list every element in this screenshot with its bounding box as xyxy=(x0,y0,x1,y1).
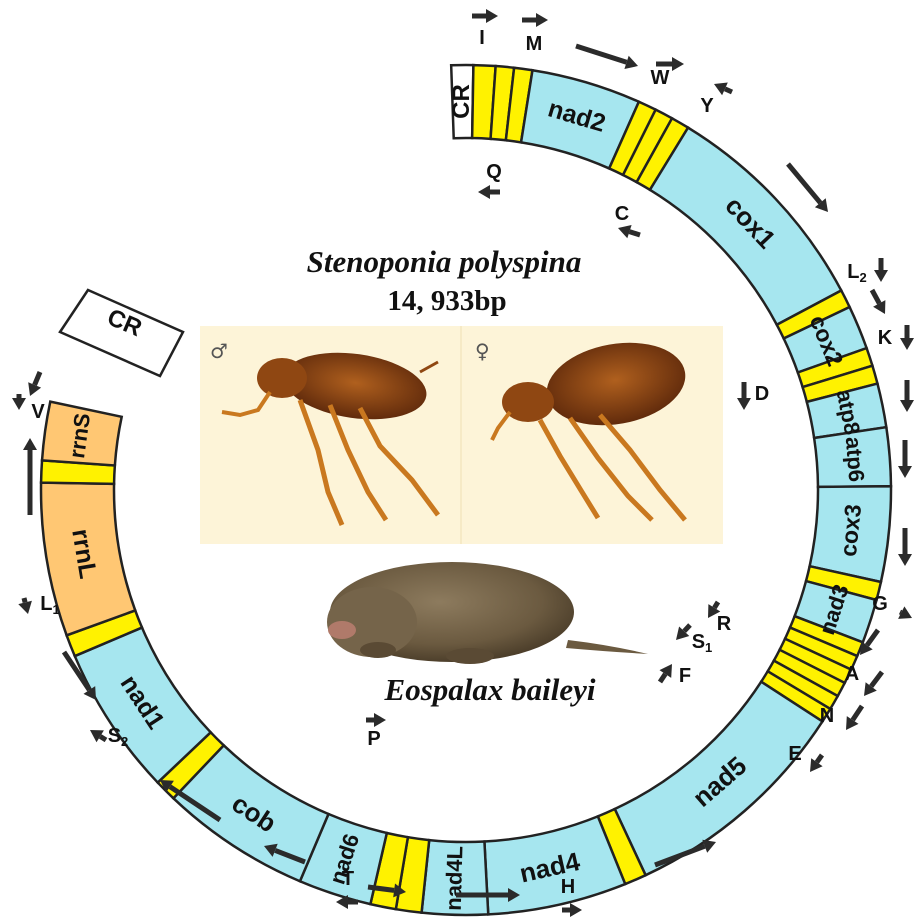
trna-y-label: Y xyxy=(700,95,714,117)
trna-q-label: Q xyxy=(486,161,502,183)
trna-i-label: I xyxy=(479,27,485,49)
trna-s1-label: S1 xyxy=(692,631,713,655)
strand-arrow xyxy=(867,630,878,645)
strand-arrow xyxy=(872,290,879,303)
strand-arrowhead xyxy=(23,438,37,450)
zokor-image xyxy=(327,562,648,664)
control-region-left: CR xyxy=(60,290,183,376)
strand-arrow xyxy=(853,706,862,720)
strand-arrow xyxy=(660,674,665,682)
trna-n-label: N xyxy=(820,705,834,727)
cr-top-label: CR xyxy=(448,84,475,119)
flea-photo-panel: ♂ ♀ xyxy=(200,326,723,544)
trna-v-label: V xyxy=(31,401,45,423)
strand-arrowhead xyxy=(374,713,386,727)
trna-d-label: D xyxy=(755,383,769,405)
strand-arrow xyxy=(576,46,627,62)
strand-arrowhead xyxy=(12,398,26,410)
strand-arrow xyxy=(368,887,394,890)
trna-m-label: M xyxy=(526,33,543,55)
female-symbol: ♀ xyxy=(475,339,490,363)
strand-arrowhead xyxy=(18,601,32,614)
strand-arrow xyxy=(725,89,732,92)
strand-arrow xyxy=(35,372,40,385)
male-symbol: ♂ xyxy=(210,339,228,363)
nad4l-label: nad4L xyxy=(441,846,468,911)
strand-arrow xyxy=(100,736,106,740)
trna-l2-label: L2 xyxy=(847,261,866,285)
strand-arrowhead xyxy=(898,554,912,566)
strand-arrowhead xyxy=(737,398,751,410)
trna-g-label: G xyxy=(872,593,888,615)
strand-arrowhead xyxy=(478,185,490,199)
host-title: Eospalax baileyi xyxy=(384,672,596,707)
strand-arrowhead xyxy=(898,466,912,478)
trna-e-label: E xyxy=(788,743,801,765)
trna-f-label: F xyxy=(679,665,691,687)
strand-arrow xyxy=(788,164,820,203)
trna-t-label: T xyxy=(342,868,354,890)
strand-arrow xyxy=(900,612,901,613)
trna-c-label: C xyxy=(615,203,629,225)
trna-k-label: K xyxy=(878,327,893,349)
strand-arrow xyxy=(629,232,640,235)
genome-length: 14, 933bp xyxy=(387,285,506,317)
strand-arrow xyxy=(24,598,25,602)
strand-arrowhead xyxy=(900,400,914,412)
trna-r-label: R xyxy=(717,613,732,635)
strand-arrowhead xyxy=(874,270,888,282)
trna-w-label: W xyxy=(651,67,670,89)
strand-arrow xyxy=(714,602,718,608)
strand-arrow xyxy=(871,672,882,686)
strand-arrowhead xyxy=(672,57,684,71)
strand-arrowhead xyxy=(536,13,548,27)
strand-arrowhead xyxy=(486,9,498,23)
trna-h-label: H xyxy=(561,876,575,898)
cox3-label: cox3 xyxy=(835,503,866,558)
strand-arrowhead xyxy=(570,903,582,917)
strand-arrow xyxy=(817,755,822,762)
trna-a-label: A xyxy=(845,663,859,685)
trna-p-label: P xyxy=(367,728,380,750)
atp6-label: atp6 xyxy=(841,436,869,483)
species-title: Stenoponia polyspina xyxy=(307,244,582,279)
strand-arrow xyxy=(684,625,690,631)
strand-arrowhead xyxy=(900,338,914,350)
